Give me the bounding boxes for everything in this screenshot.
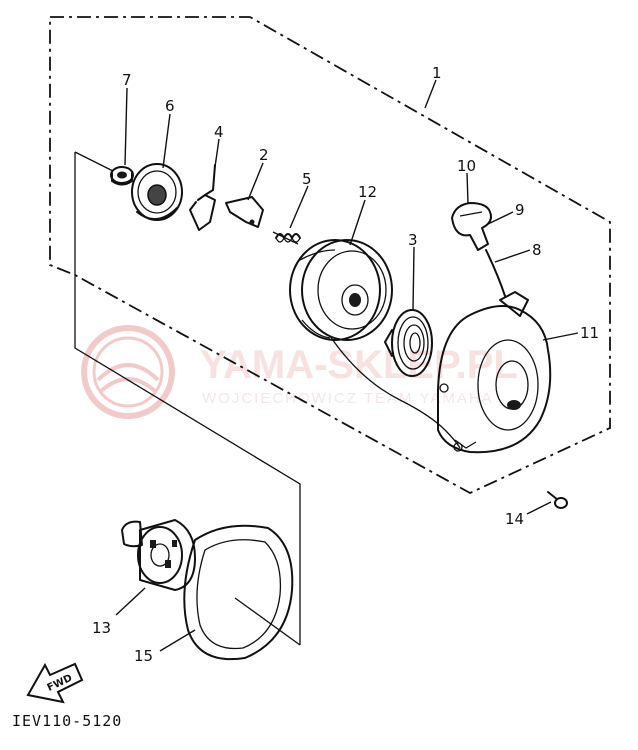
part-12-sheave-drum	[289, 239, 393, 341]
part-7-nut	[110, 166, 134, 186]
label-part-5: 5	[302, 170, 312, 188]
part-15-gasket	[183, 524, 294, 661]
part-8-rope	[485, 249, 506, 297]
part-4-spring-clip	[189, 164, 216, 231]
label-part-9: 9	[515, 201, 525, 219]
label-part-10: 10	[457, 157, 476, 175]
label-part-3: 3	[408, 231, 418, 249]
starter-rope	[329, 335, 461, 449]
label-part-1: 1	[432, 64, 442, 82]
label-part-15: 15	[134, 647, 153, 665]
watermark: YAMA-SKLEP.PL WOJCIECHOWICZ TEAM YAMAHA	[81, 325, 518, 419]
label-part-6: 6	[165, 97, 175, 115]
lower-frame	[74, 151, 301, 646]
part-3-spiral-spring	[384, 309, 433, 377]
part-2-pawl	[225, 196, 264, 228]
label-part-11: 11	[580, 324, 599, 342]
part-14-bolt	[547, 491, 568, 509]
diagram-code: IEV110-5120	[12, 712, 122, 730]
label-part-4: 4	[214, 123, 224, 141]
label-part-7: 7	[122, 71, 132, 89]
label-part-13: 13	[92, 619, 111, 637]
label-part-12: 12	[358, 183, 377, 201]
label-part-8: 8	[532, 241, 542, 259]
leader-lines	[115, 79, 579, 652]
part-10-starter-handle	[451, 202, 492, 251]
part-11-starter-case	[437, 291, 552, 454]
part-6-drive-plate	[131, 163, 183, 221]
watermark-subtitle: WOJCIECHOWICZ TEAM YAMAHA	[202, 390, 494, 407]
part-13-pulley	[121, 519, 196, 591]
fwd-arrow-icon: FWD	[26, 662, 84, 704]
part-5-spring	[272, 231, 301, 245]
label-part-14: 14	[505, 510, 524, 528]
watermark-logo-icon	[81, 325, 175, 419]
part-labels: 1 2 3 4 5 6 7 8 9 10 11 12 13 14 15	[92, 64, 599, 665]
assembly-boundary	[49, 16, 611, 495]
watermark-brand: YAMA-SKLEP.PL	[200, 343, 518, 387]
label-part-2: 2	[259, 146, 269, 164]
